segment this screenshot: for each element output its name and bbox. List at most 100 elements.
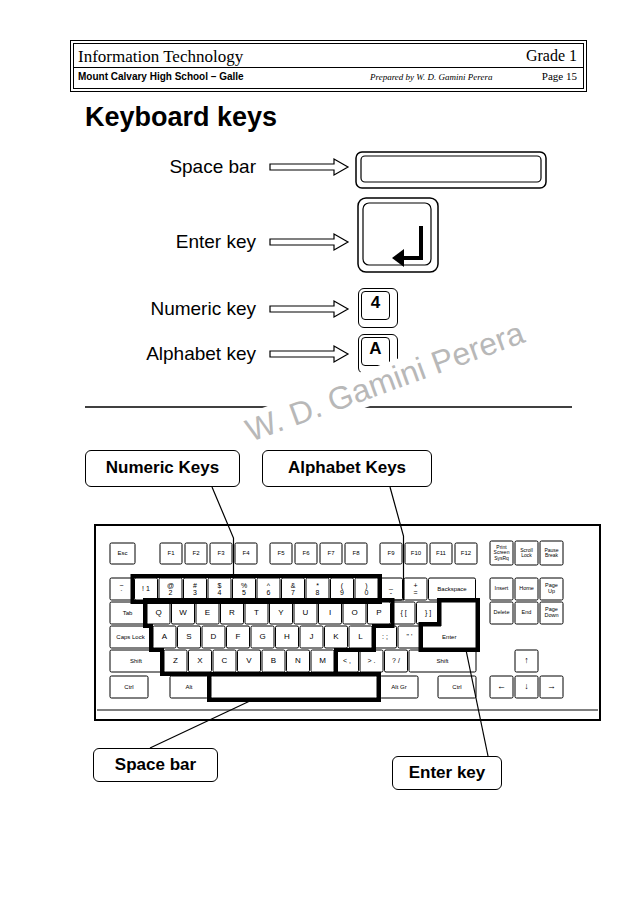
keyboard-key — [409, 650, 476, 672]
space-key — [211, 676, 377, 698]
key-label-box: Pause Break — [540, 541, 563, 565]
key-label: F2 — [192, 550, 199, 556]
key-label: Page Up — [541, 583, 562, 595]
keyboard-key — [404, 578, 427, 600]
key-label: ) 0 — [363, 582, 371, 597]
key-name-label: Enter key — [176, 231, 256, 253]
key-label-box: J — [300, 626, 323, 648]
keyboard-key — [210, 543, 232, 564]
key-label-box: Home — [515, 578, 538, 600]
keyboard-key — [221, 602, 244, 624]
keyboard-key — [110, 602, 145, 624]
keyboard-key — [153, 626, 176, 648]
key-label-box: End — [515, 602, 538, 624]
key-label-box: + = — [404, 578, 427, 600]
key-label: S — [186, 633, 191, 641]
keyboard-key — [343, 602, 366, 624]
key-label-box: E — [196, 602, 219, 624]
key-caption: 4 — [362, 294, 389, 311]
key-label-box: ← — [490, 676, 513, 698]
key-label-box: S — [178, 626, 201, 648]
keyboard-key — [490, 578, 513, 600]
keyboard-key — [147, 602, 170, 624]
page-title: Keyboard keys — [85, 102, 277, 133]
key-label: # 3 — [191, 582, 199, 597]
key-label: L — [358, 633, 362, 641]
key-label-box: F12 — [455, 543, 477, 564]
pointer-arrow — [270, 346, 348, 362]
key-label-box: F1 — [160, 543, 182, 564]
key-label: ^ 6 — [265, 582, 273, 597]
key-label-box: Shift — [409, 650, 476, 672]
key-label-box: $ 4 — [208, 578, 231, 600]
keyboard-key — [208, 578, 231, 600]
key-label-box: { [ — [392, 602, 415, 624]
key-label: R — [229, 609, 235, 617]
key-label-box: Page Up — [540, 578, 563, 600]
key-label-box: ? / — [385, 650, 408, 672]
key-label-box: Z — [164, 650, 187, 672]
key-label-box: } ] — [417, 602, 440, 624]
key-label: Tab — [123, 610, 133, 616]
keyboard-key — [202, 626, 225, 648]
keyboard-key — [417, 602, 440, 624]
key-label: F3 — [217, 550, 224, 556]
key-label: F1 — [167, 550, 174, 556]
key-label-box: C — [213, 650, 236, 672]
key-label-box: B — [262, 650, 285, 672]
key-label-box: F2 — [185, 543, 207, 564]
header-text: Page 15 — [542, 70, 577, 83]
keyboard-key — [189, 650, 212, 672]
keyboard-key — [540, 578, 563, 600]
key-label-box: # 3 — [184, 578, 207, 600]
key-label-box: ) 0 — [355, 578, 378, 600]
keyboard-key — [360, 650, 383, 672]
key-label-box: Alt Gr — [380, 676, 418, 698]
keyboard-key — [325, 626, 348, 648]
key-label: > . — [368, 657, 376, 664]
callout-text: Numeric Keys — [106, 458, 219, 477]
keyboard-key — [257, 578, 280, 600]
space-icon-inner — [361, 156, 541, 182]
key-label-box: Enter — [423, 626, 477, 648]
key-label: @ 2 — [167, 582, 175, 597]
key-label: < , — [343, 657, 351, 664]
key-label: Home — [519, 586, 534, 592]
key-label: Y — [278, 609, 283, 617]
key-label: Z — [173, 657, 178, 665]
keyboard-key — [170, 676, 208, 698]
callout-box: Enter key — [392, 756, 502, 790]
keyboard-key — [110, 578, 133, 600]
key-label: " ' — [406, 633, 414, 640]
enter-outline — [421, 600, 479, 650]
key-label: F11 — [436, 550, 446, 556]
key-label: F5 — [277, 550, 284, 556]
keyboard-key — [184, 578, 207, 600]
header-text: Prepared by W. D. Gamini Perera — [370, 72, 492, 82]
key-label-box: Esc — [110, 543, 135, 564]
key-label: V — [246, 657, 251, 665]
key-label: ~ ` — [118, 582, 126, 597]
keyboard-key — [270, 543, 292, 564]
key-label-box: R — [221, 602, 244, 624]
keyboard-edge — [97, 710, 598, 711]
key-label: Caps Lock — [116, 634, 144, 640]
key-label: ← — [497, 682, 506, 691]
keyboard-key — [490, 676, 513, 698]
key-label: ? / — [392, 657, 400, 664]
keyboard-key — [515, 578, 538, 600]
key-label-box: Y — [270, 602, 293, 624]
keyboard-key — [515, 602, 538, 624]
key-label: Scroll Lock — [516, 548, 537, 559]
keyboard-key — [227, 626, 250, 648]
key-label: Delete — [494, 610, 510, 616]
key-label-box: F — [227, 626, 250, 648]
key-label: F10 — [411, 550, 421, 556]
key-label: Alt Gr — [391, 684, 406, 690]
keyboard-key — [540, 602, 563, 624]
key-name-label: Space bar — [169, 156, 256, 178]
key-label-box: F7 — [320, 543, 342, 564]
key-label-box: F9 — [380, 543, 402, 564]
key-label: G — [259, 633, 265, 641]
key-label: * 8 — [314, 582, 322, 597]
